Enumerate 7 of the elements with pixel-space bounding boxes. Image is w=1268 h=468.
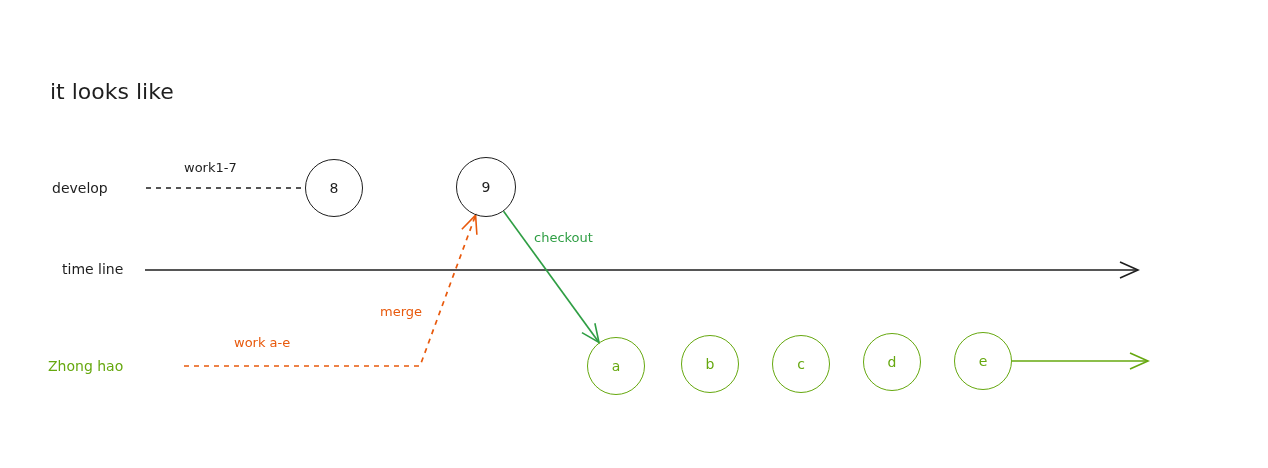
arrow — [502, 210, 600, 344]
arrow — [183, 214, 478, 367]
branch-label: develop — [52, 179, 146, 197]
branch-label: Zhong hao — [48, 357, 184, 375]
title: it looks like — [50, 78, 174, 106]
arrow — [1011, 352, 1149, 370]
axis-label: time line — [60, 261, 126, 277]
